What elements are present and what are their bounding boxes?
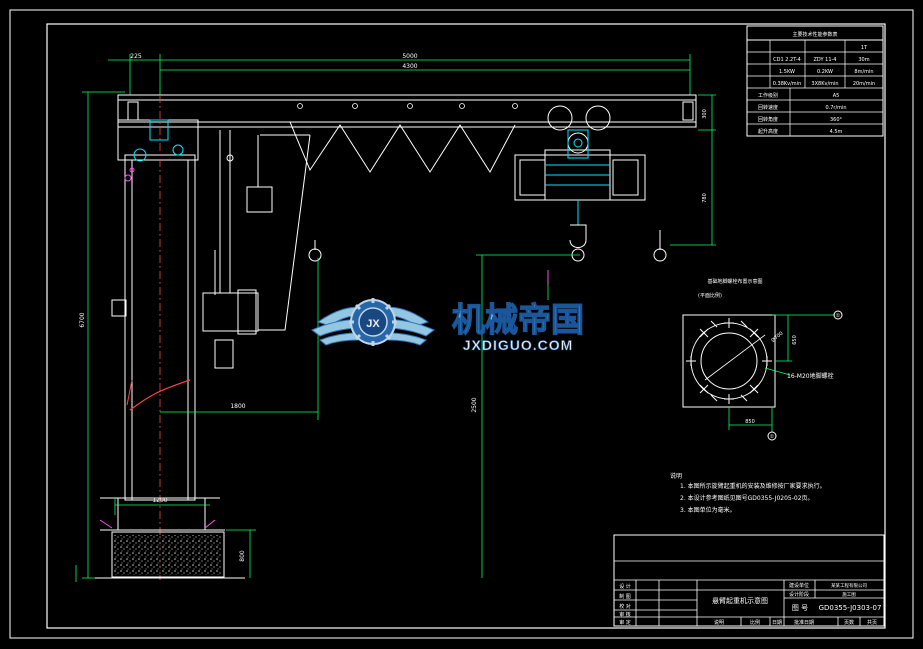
tb-bottom-4: 页数 [844,619,854,626]
dim-right-300: 300 [702,109,708,119]
dim-top-total: 5000 [402,53,417,60]
axis-b-label: ① [770,434,775,440]
flange-detail: 基础地脚螺栓布置示意图 (平面比例) ① [682,278,843,441]
spec-r7c1: 4.5m [830,129,843,135]
dim-top-span: 4300 [402,63,417,70]
spec-r1c2: 30m [858,57,869,63]
tb-bottom-1: 比例 [750,619,760,626]
spec-r1c0: CD1 2.2T-4 [773,57,801,63]
spec-r4c1: A5 [833,93,840,99]
logo-cn: 机械帝国 [452,300,584,339]
tb-bottom-5: 共页 [867,619,877,626]
tb-label-1: 制 图 [619,593,631,600]
dim-right-780: 780 [702,193,708,203]
flange-subtitle: (平面比例) [698,292,722,299]
tb-label-3: 审 核 [619,611,631,618]
tb-project-label: 建设单位 [789,582,809,589]
tb-bottom-2: 日期 [772,620,782,626]
tb-stage-value: 施工图 [842,591,856,598]
spec-r7c0: 起升高度 [758,128,778,135]
notes: 说明 1. 本图所示旋臂起重机的安装及维修按厂家要求执行。 2. 本设计参考图纸… [670,472,826,514]
tb-bottom-3: 批准日期 [794,619,814,626]
dim-flange-850: 850 [745,419,755,425]
notes-item-3: 3. 本图单位为毫米。 [680,506,736,514]
logo-mark: JX [366,318,380,330]
axis-r-label: ① [836,313,841,319]
spec-r3c2: 20m/min [853,81,875,87]
inner-border [46,23,886,629]
notes-item-2: 2. 本设计参考图纸见图号GD0355-J0205-02页。 [680,494,814,502]
notes-heading: 说明 [670,472,682,480]
bolt-label: 16-M20地脚螺栓 [787,372,834,380]
tb-drawing-no: GD0355-J0303-07 [819,604,882,612]
spec-r0c1: 1T [861,45,868,51]
spec-r2c1: 0.2KW [817,69,833,75]
logo-en: JXDIGUO.COM [463,337,574,353]
spec-r5c1: 0.7r/min [825,105,846,111]
tb-label-2: 校 对 [619,603,631,610]
spec-r2c2: 8m/min [854,69,873,75]
dim-width-1800: 1800 [230,403,245,410]
tb-label-4: 审 定 [619,619,631,626]
spec-r3c1: 3X8Kv/min [811,81,838,87]
tb-label-0: 设 计 [619,583,631,590]
drawing-name: 悬臂起重机示意图 [712,596,768,605]
spec-r6c1: 360° [830,117,843,123]
spec-r1c1: ZDY 11-4 [814,57,837,63]
spec-table-title: 主要技术性能参数表 [792,31,837,38]
tb-drawing-no-label: 图 号 [792,604,808,612]
spec-r4c0: 工作级别 [758,92,778,99]
spec-r6c0: 回转角度 [758,116,778,123]
spec-table: 主要技术性能参数表 1T CD1 2.2T-4 ZDY 11-4 30m 1.5… [746,25,884,137]
dim-base-800: 800 [239,550,246,562]
spec-r5c0: 回转速度 [758,104,778,111]
dim-flange-650: 650 [792,335,798,345]
dim-hook-2500: 2500 [471,397,478,412]
flange-title: 基础地脚螺栓布置示意图 [707,278,762,285]
crane-elevation: 5000 225 4300 6700 300 780 [75,53,716,582]
dim-top-left: 225 [130,53,142,60]
tb-bottom-0: 说明 [714,619,724,626]
spec-r3c0: 0.38Kv/min [773,81,801,87]
dim-left-height: 6700 [79,312,86,327]
tb-project-value: 某某工程有限公司 [831,582,867,589]
notes-item-1: 1. 本图所示旋臂起重机的安装及维修按厂家要求执行。 [680,482,826,490]
tb-stage-label: 设计阶段 [789,591,809,598]
outer-border [9,9,914,639]
dim-flange-d700: Ø700 [770,330,785,344]
dim-base-1200: 1200 [152,497,167,504]
site-logo: JX 机械帝国 JXDIGUO.COM [311,298,585,353]
title-block: 设 计 制 图 校 对 审 核 审 定 悬臂起重机示意图 建设单位 某某工程有限… [613,534,885,627]
spec-r2c0: 1.5KW [779,69,795,75]
